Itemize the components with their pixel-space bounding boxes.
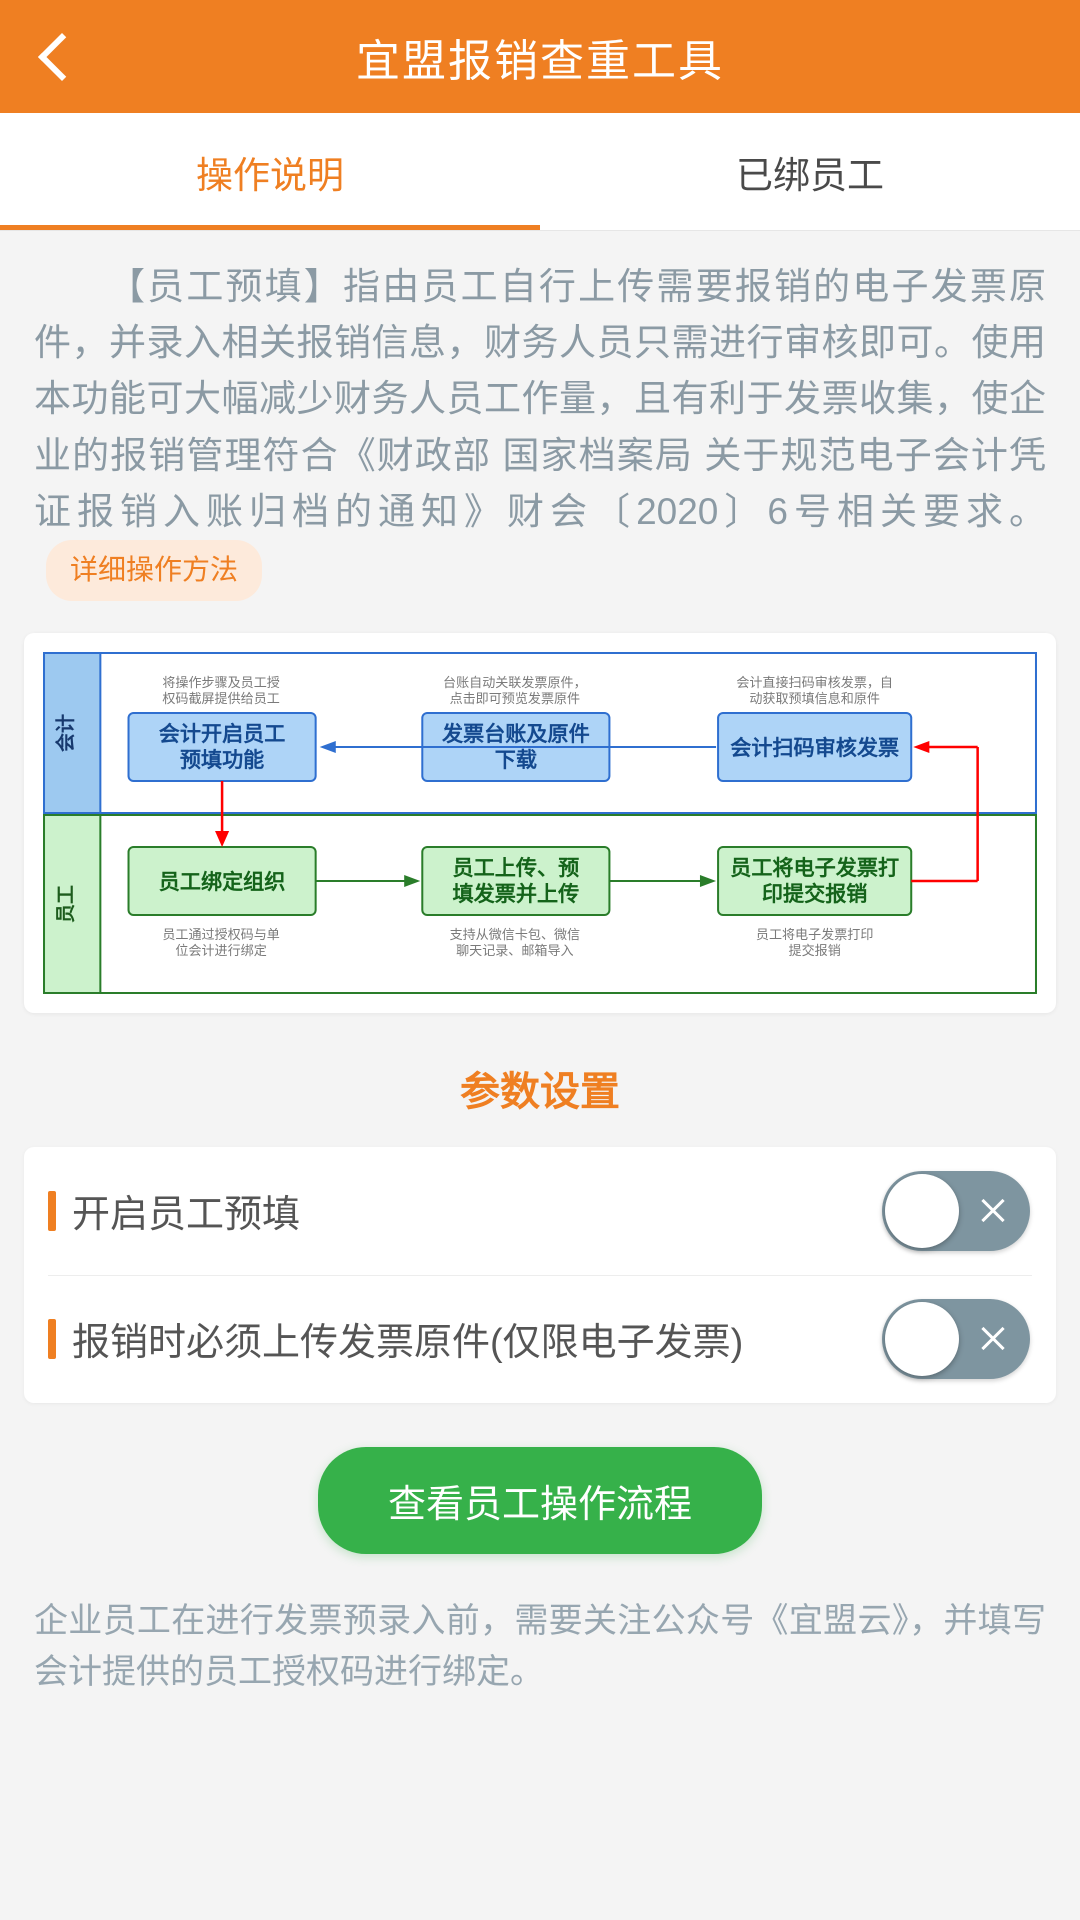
setting-label-require-original: 报销时必须上传发票原件(仅限电子发票)	[72, 1322, 744, 1365]
page-title: 宜盟报销查重工具	[356, 36, 724, 86]
lane-label-accountant: 会计	[54, 714, 77, 752]
svg-text:员工将电子发票打: 员工将电子发票打	[730, 855, 899, 880]
tab-instructions[interactable]: 操作说明	[0, 113, 540, 230]
accent-bar-icon	[48, 1190, 56, 1231]
svg-text:会计扫码审核发票: 会计扫码审核发票	[730, 735, 899, 760]
note-a1-line1: 将操作步骤及员工授	[162, 675, 279, 690]
note-a3-line1: 会计直接扫码审核发票，自	[736, 675, 893, 690]
note-e1-line1: 员工通过授权码与单	[162, 927, 279, 942]
intro-paragraph: 【员工预填】指由员工自行上传需要报销的电子发票原件，并录入相关报销信息，财务人员…	[0, 231, 1080, 611]
note-a2-line1: 台账自动关联发票原件，	[443, 675, 587, 690]
accent-bar-icon	[48, 1318, 56, 1359]
close-icon	[978, 1324, 1008, 1354]
toggle-require-original[interactable]	[882, 1298, 1030, 1379]
note-e3-line2: 提交报销	[789, 943, 841, 958]
setting-row-require-original[interactable]: 报销时必须上传发票原件(仅限电子发票)	[24, 1274, 1056, 1403]
svg-text:员工绑定组织: 员工绑定组织	[159, 869, 286, 894]
workflow-svg: 会计 员工 将操作步骤及员工授 权码截屏提供给员工 台账自动关联发票原件， 点击…	[43, 651, 1037, 994]
setting-row-enable-prefill[interactable]: 开启员工预填	[24, 1147, 1056, 1275]
note-e2-line2: 聊天记录、邮箱导入	[456, 943, 573, 958]
workflow-diagram: 会计 员工 将操作步骤及员工授 权码截屏提供给员工 台账自动关联发票原件， 点击…	[42, 651, 1038, 995]
chevron-left-icon	[37, 32, 87, 81]
node-accountant-3	[717, 711, 913, 782]
svg-text:印提交报销: 印提交报销	[762, 881, 868, 906]
footer-note: 企业员工在进行发票预录入前，需要关注公众号《宜盟云》，并填写会计提供的员工授权码…	[34, 1601, 1046, 1691]
svg-text:员工上传、预: 员工上传、预	[453, 856, 580, 880]
note-a3-line2: 动获取预填信息和原件	[749, 691, 880, 706]
back-button[interactable]	[0, 0, 110, 113]
note-e3-line1: 员工将电子发票打印	[756, 927, 873, 942]
flowchart-card: 会计 员工 将操作步骤及员工授 权码截屏提供给员工 台账自动关联发票原件， 点击…	[24, 632, 1056, 1013]
lane-label-employee: 员工	[55, 885, 77, 923]
note-a1-line2: 权码截屏提供给员工	[162, 691, 279, 706]
toggle-knob	[885, 1173, 959, 1248]
app-header: 宜盟报销查重工具	[0, 0, 1080, 113]
settings-section-title: 参数设置	[460, 1069, 620, 1114]
view-employee-workflow-button[interactable]: 查看员工操作流程	[317, 1446, 762, 1554]
detail-method-badge[interactable]: 详细操作方法	[46, 540, 263, 601]
note-a2-line2: 点击即可预览发票原件	[450, 691, 581, 706]
note-e2-line1: 支持从微信卡包、微信	[450, 927, 581, 942]
setting-label-enable-prefill: 开启员工预填	[72, 1194, 301, 1237]
toggle-enable-prefill[interactable]	[882, 1170, 1030, 1251]
note-e1-line2: 位会计进行绑定	[175, 943, 266, 958]
tab-bar: 操作说明 已绑员工	[0, 113, 1080, 231]
close-icon	[978, 1196, 1008, 1226]
svg-text:发票台账及原件: 发票台账及原件	[441, 721, 590, 746]
toggle-knob	[885, 1301, 959, 1376]
svg-text:预填功能: 预填功能	[180, 747, 264, 772]
svg-text:会计开启员工: 会计开启员工	[159, 721, 286, 746]
svg-text:下载: 下载	[495, 747, 537, 772]
settings-card: 开启员工预填 报销时必须上传发票原件(仅限电子发票)	[24, 1146, 1056, 1403]
intro-text: 【员工预填】指由员工自行上传需要报销的电子发票原件，并录入相关报销信息，财务人员…	[34, 266, 1046, 532]
tab-bound-employees[interactable]: 已绑员工	[736, 154, 884, 196]
action-button-wrap: 查看员工操作流程	[0, 1446, 1080, 1554]
svg-text:填发票并上传: 填发票并上传	[453, 881, 580, 906]
